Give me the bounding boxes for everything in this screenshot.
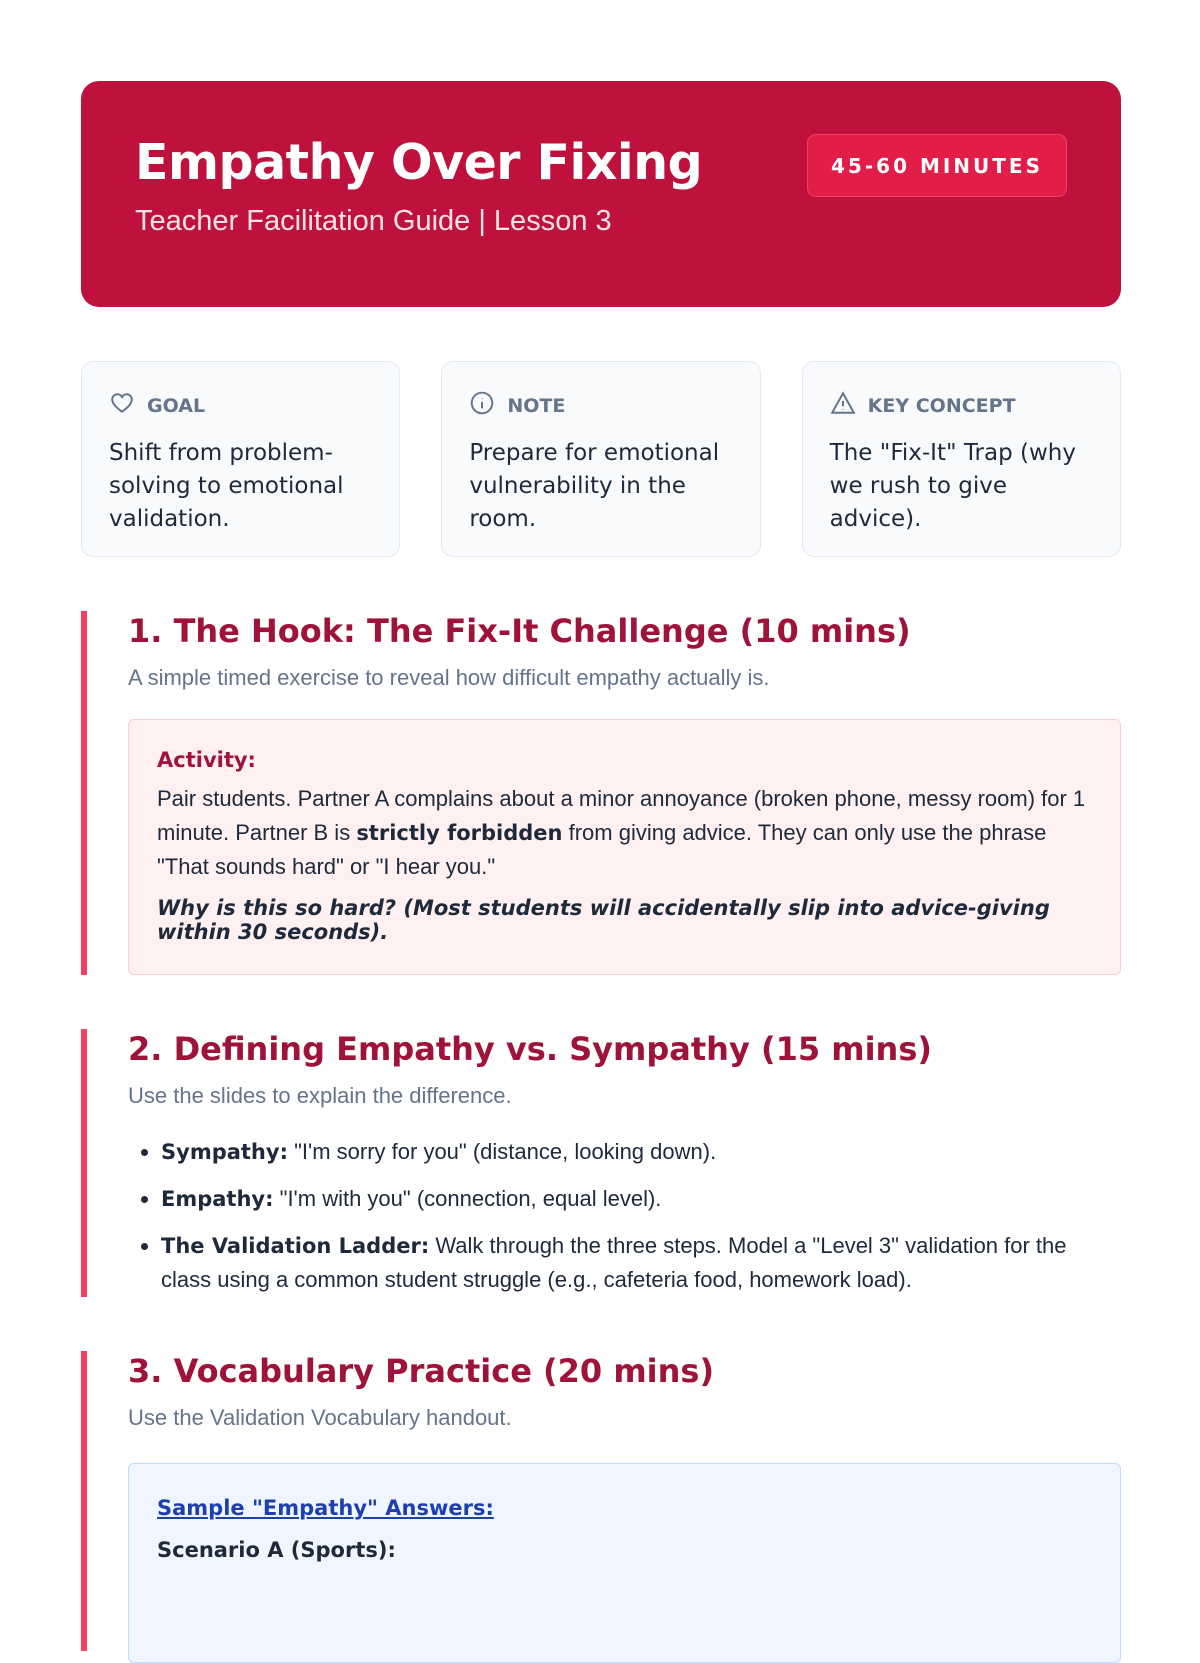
sample-answers-box: Sample "Empathy" Answers: Scenario A (Sp…: [128, 1463, 1121, 1663]
section-title: 1. The Hook: The Fix-It Challenge (10 mi…: [128, 612, 911, 650]
section-intro: Use the Validation Vocabulary handout.: [128, 1405, 512, 1430]
goal-card: GOAL Shift from problem-solving to emoti…: [81, 361, 401, 557]
activity-box: Activity: Pair students. Partner A compl…: [128, 719, 1121, 975]
card-label: GOAL: [147, 394, 206, 417]
info-icon: [469, 390, 495, 421]
key-concept-card: KEY CONCEPT The "Fix-It" Trap (why we ru…: [801, 361, 1121, 557]
section-intro: Use the slides to explain the difference…: [128, 1083, 512, 1108]
duration-badge: 45-60 MINUTES: [807, 134, 1067, 197]
activity-text: Pair students. Partner A complains about…: [157, 786, 1086, 879]
summary-cards: GOAL Shift from problem-solving to emoti…: [81, 361, 1121, 557]
section-defining: 2. Defining Empathy vs. Sympathy (15 min…: [81, 1029, 1121, 1297]
page-subtitle: Teacher Facilitation Guide | Lesson 3: [135, 205, 612, 237]
list-item: The Validation Ladder: Walk through the …: [161, 1229, 1121, 1297]
card-label: NOTE: [507, 394, 566, 417]
sample-answers-link[interactable]: Sample "Empathy" Answers:: [157, 1496, 494, 1520]
activity-question: Why is this so hard? (Most students will…: [157, 896, 1050, 944]
lesson-guide: Empathy Over Fixing Teacher Facilitation…: [81, 81, 1121, 1663]
section-title: 3. Vocabulary Practice (20 mins): [128, 1352, 715, 1390]
activity-label: Activity:: [157, 748, 256, 772]
heart-icon: [109, 390, 135, 421]
card-text: Prepare for emotional vulnerability in t…: [469, 440, 720, 532]
card-text: Shift from problem-solving to emotional …: [109, 440, 344, 532]
note-card: NOTE Prepare for emotional vulnerability…: [441, 361, 761, 557]
card-label: KEY CONCEPT: [867, 394, 1016, 417]
section-hook: 1. The Hook: The Fix-It Challenge (10 mi…: [81, 611, 1121, 975]
card-text: The "Fix-It" Trap (why we rush to give a…: [829, 440, 1076, 532]
scenario-label: Scenario A (Sports):: [157, 1538, 396, 1562]
section-vocabulary: 3. Vocabulary Practice (20 mins) Use the…: [81, 1351, 1121, 1663]
section-intro: A simple timed exercise to reveal how di…: [128, 665, 770, 690]
list-item: Empathy: "I'm with you" (connection, equ…: [161, 1182, 1121, 1216]
section-title: 2. Defining Empathy vs. Sympathy (15 min…: [128, 1030, 932, 1068]
lesson-header: Empathy Over Fixing Teacher Facilitation…: [81, 81, 1121, 307]
definition-list: Sympathy: "I'm sorry for you" (distance,…: [128, 1135, 1121, 1297]
page-title: Empathy Over Fixing: [135, 134, 703, 191]
warning-icon: [830, 390, 856, 421]
list-item: Sympathy: "I'm sorry for you" (distance,…: [161, 1135, 1121, 1169]
